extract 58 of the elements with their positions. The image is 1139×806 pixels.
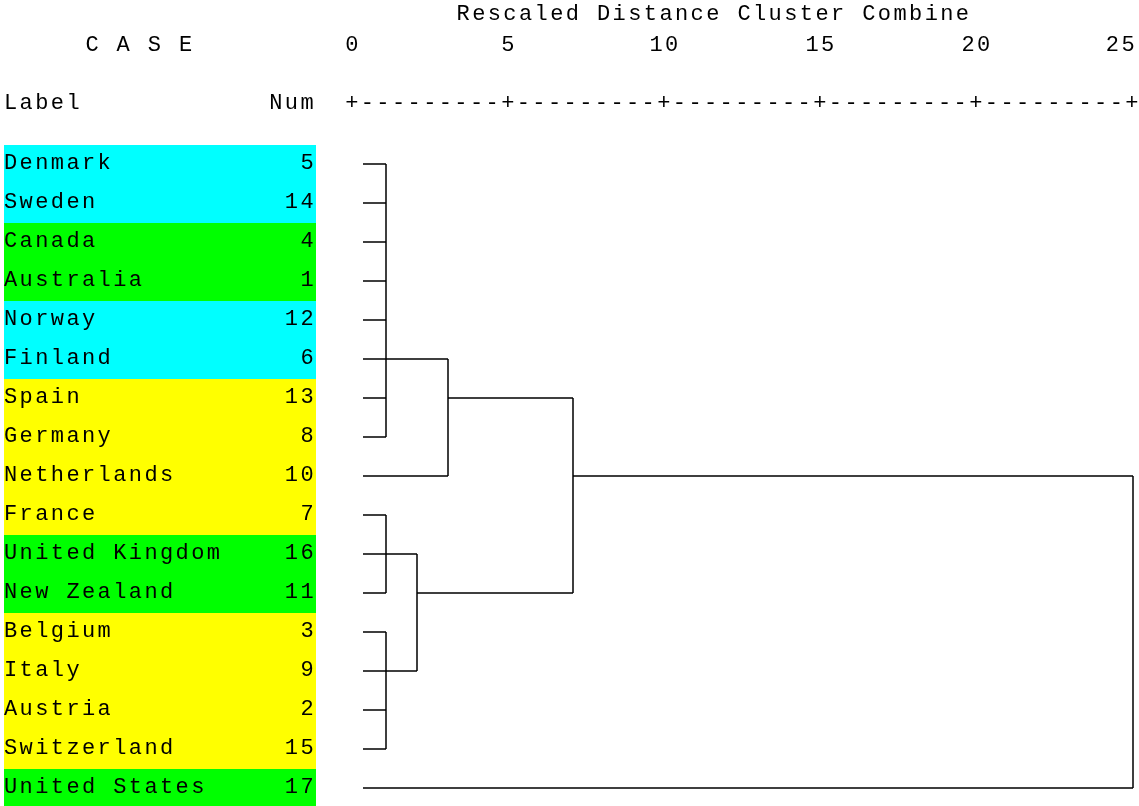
- axis-tick-label: 15: [805, 33, 837, 59]
- case-number: 1: [300, 268, 316, 294]
- case-number: 7: [300, 502, 316, 528]
- case-number: 2: [300, 697, 316, 723]
- country-label: Canada: [4, 229, 98, 255]
- country-label: Norway: [4, 307, 98, 333]
- column-heading: Num: [269, 91, 316, 117]
- case-number: 5: [300, 151, 316, 177]
- case-row: [4, 379, 316, 418]
- case-number: 4: [300, 229, 316, 255]
- column-heading: C A S E: [85, 33, 195, 59]
- country-label: Finland: [4, 346, 114, 372]
- case-row: [4, 262, 316, 301]
- case-row: [4, 730, 316, 769]
- case-row: [4, 340, 316, 379]
- case-number: 17: [284, 775, 316, 801]
- case-row: [4, 574, 316, 613]
- case-number: 9: [300, 658, 316, 684]
- case-number: 12: [284, 307, 316, 333]
- country-label: Netherlands: [4, 463, 176, 489]
- case-number: 16: [284, 541, 316, 567]
- case-number: 10: [284, 463, 316, 489]
- case-row: [4, 184, 316, 223]
- country-label: Sweden: [4, 190, 98, 216]
- case-row: [4, 769, 316, 806]
- axis-tick-label: 5: [501, 33, 517, 59]
- case-row: [4, 613, 316, 652]
- country-label: United Kingdom: [4, 541, 223, 567]
- country-label: Belgium: [4, 619, 114, 645]
- case-number: 11: [284, 580, 316, 606]
- country-label: Spain: [4, 385, 82, 411]
- case-number: 3: [300, 619, 316, 645]
- country-label: Switzerland: [4, 736, 176, 762]
- country-label: Australia: [4, 268, 145, 294]
- case-row: [4, 223, 316, 262]
- case-row: [4, 496, 316, 535]
- country-label: New Zealand: [4, 580, 176, 606]
- case-number: 14: [284, 190, 316, 216]
- axis-tick-label: 25: [1105, 33, 1137, 59]
- case-row: [4, 145, 316, 184]
- scale-axis: +---------+---------+---------+---------+---------+: [345, 91, 1139, 117]
- column-heading: Label: [4, 91, 82, 117]
- country-label: Germany: [4, 424, 114, 450]
- country-label: Austria: [4, 697, 114, 723]
- country-label: France: [4, 502, 98, 528]
- axis-tick-label: 10: [649, 33, 681, 59]
- country-label: United States: [4, 775, 207, 801]
- chart-title: Rescaled Distance Cluster Combine: [456, 2, 972, 28]
- axis-tick-label: 20: [961, 33, 993, 59]
- case-number: 13: [284, 385, 316, 411]
- case-number: 15: [284, 736, 316, 762]
- case-row: [4, 301, 316, 340]
- axis-tick-label: 0: [345, 33, 361, 59]
- case-row: [4, 535, 316, 574]
- case-number: 8: [300, 424, 316, 450]
- country-label: Italy: [4, 658, 82, 684]
- country-label: Denmark: [4, 151, 114, 177]
- case-number: 6: [300, 346, 316, 372]
